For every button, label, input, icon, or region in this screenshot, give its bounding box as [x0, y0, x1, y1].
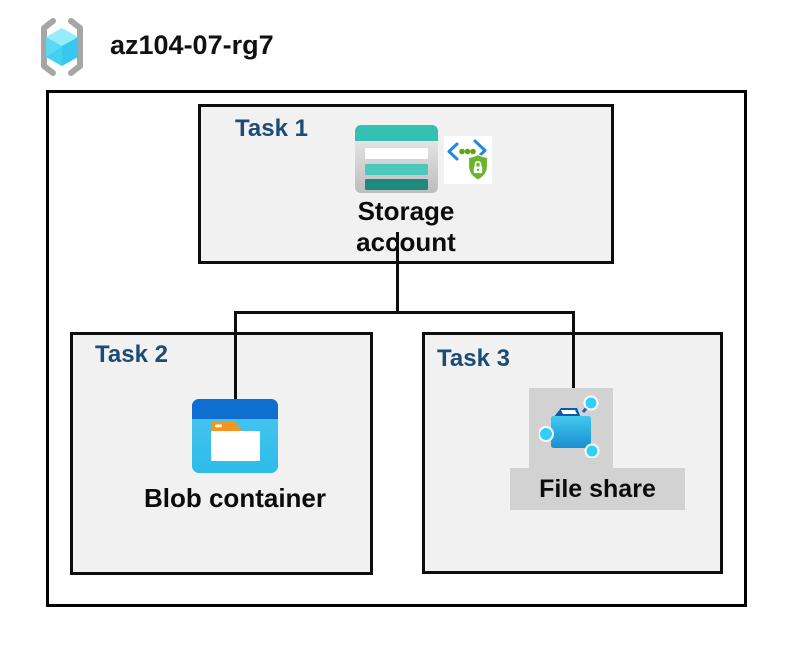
lock-shackle-icon: [474, 160, 482, 167]
storage-account-label: Storage account: [356, 196, 456, 257]
network-node-icon: [584, 443, 600, 458]
blob-container-icon: [192, 399, 278, 473]
folder-body-icon: [211, 431, 260, 461]
network-node-icon: [583, 395, 599, 411]
file-share-label-highlight: File share: [510, 468, 685, 510]
task2-label: Task 2: [95, 341, 168, 368]
cube-right-face: [62, 37, 78, 66]
storage-account-icon: [355, 125, 438, 193]
blob-container-label: Blob container: [143, 483, 326, 513]
task1-label: Task 1: [235, 115, 308, 142]
connector-horizontal: [234, 311, 575, 314]
connector-to-fileshare: [572, 311, 575, 392]
file-share-icon: [539, 395, 600, 458]
connector-to-blob: [234, 311, 237, 399]
folder-body-icon: [551, 416, 591, 448]
task3-label: Task 3: [437, 345, 510, 372]
secure-access-icon: [444, 136, 492, 184]
network-node-icon: [539, 426, 554, 442]
file-share-label: File share: [539, 474, 656, 503]
folder-tab-icon: [211, 421, 242, 431]
connector-storage-stem: [396, 232, 399, 313]
chevron-left-icon: [447, 142, 459, 161]
resource-group-name: az104-07-rg7: [110, 30, 274, 60]
resource-group-icon: [41, 18, 83, 76]
